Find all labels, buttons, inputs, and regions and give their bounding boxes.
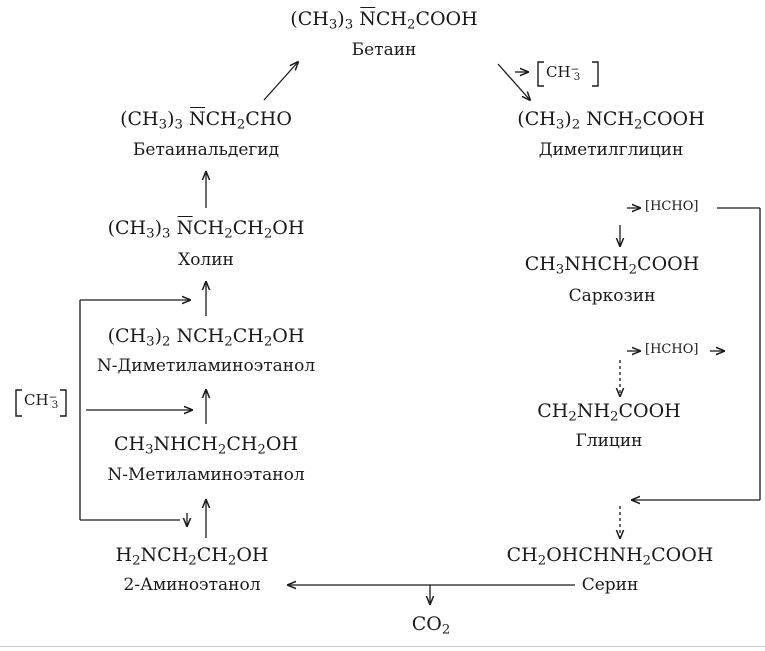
choline-name: Холин — [178, 250, 234, 270]
methylaminoethanol-formula: CH3NHCH2CH2OH — [113, 433, 299, 458]
betaine-name: Бетаин — [351, 40, 417, 60]
sarcosine-name: Саркозин — [568, 286, 656, 306]
dimethylglycine-formula: (CH3)2 NCH2COOH — [517, 108, 705, 133]
dimethylaminoethanol-name: N-Диметиламиноэтанол — [96, 356, 316, 376]
methylaminoethanol-name: N-Метиламиноэтанол — [107, 465, 305, 485]
serine-formula: CH2OHCHNH2COOH — [506, 544, 714, 569]
glycine-formula: CH2NH2COOH — [537, 400, 681, 425]
methyl-right-bracket-open — [537, 61, 544, 87]
arrow-aldehyde-to-betaine — [263, 62, 298, 101]
methyl-left-bracket-close — [60, 389, 67, 417]
bottom-rule — [0, 646, 765, 647]
arrow-betaine-to-dimethylglycine — [497, 63, 530, 100]
betaine-formula: (CH3)3 NCH2COOH — [290, 7, 478, 33]
aminoethanol-name: 2-Аминоэтанол — [123, 575, 261, 595]
betaine-aldehyde-name: Бетаинальдегид — [132, 140, 280, 160]
methyl-group-left: CH−3 — [24, 391, 59, 411]
betaine-aldehyde-formula: (CH3)3 NCH2CHO — [120, 107, 292, 133]
methyl-right-bracket-close — [592, 61, 599, 87]
hcho-label-2: [HCHO] — [645, 342, 699, 357]
aminoethanol-formula: H2NCH2CH2OH — [115, 544, 269, 569]
glycine-name: Глицин — [575, 431, 643, 451]
sarcosine-formula: CH3NHCH2COOH — [524, 253, 700, 278]
co2-formula: CO2 — [411, 613, 451, 638]
dimethylglycine-name: Диметилглицин — [538, 140, 684, 160]
dimethylaminoethanol-formula: (CH3)2 NCH2CH2OH — [107, 325, 305, 350]
methyl-group-right: CH−3 — [546, 63, 581, 83]
hcho-label-1: [HCHO] — [645, 199, 699, 214]
methyl-left-bracket-open — [15, 389, 22, 417]
serine-name: Серин — [581, 575, 639, 595]
choline-formula: (CH3)3 NCH2CH2OH — [107, 216, 305, 242]
